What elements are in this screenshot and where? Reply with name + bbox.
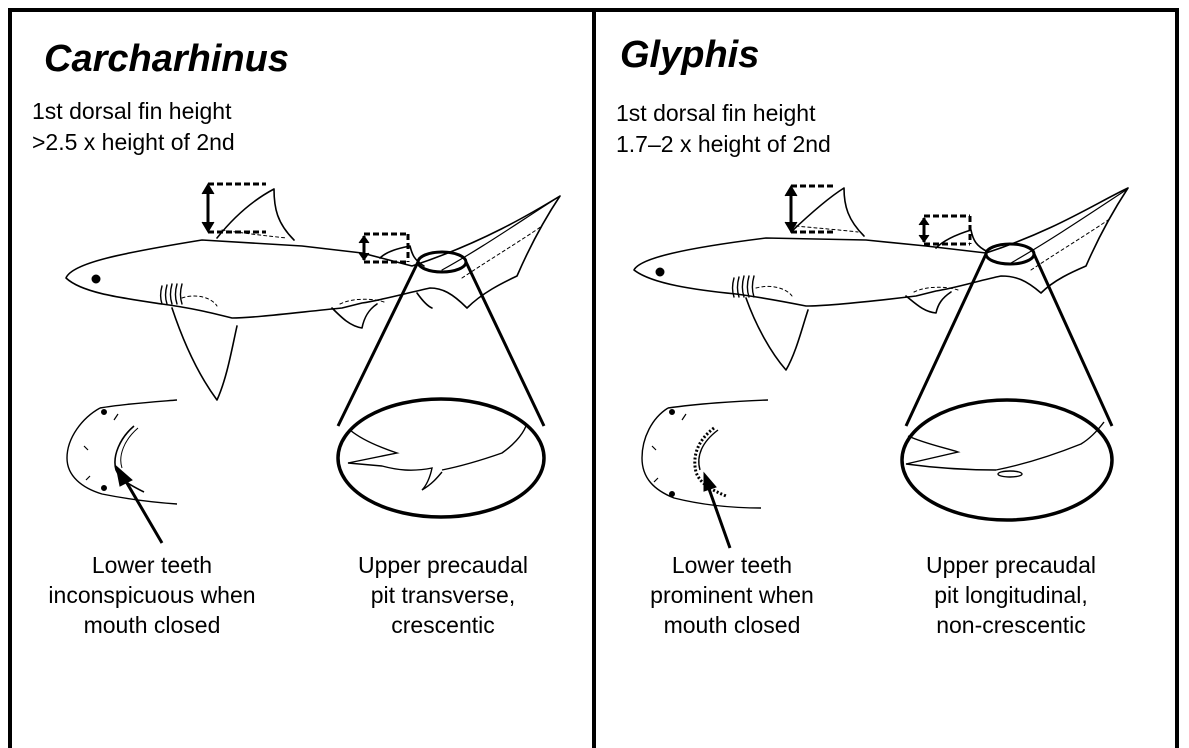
- teeth-caption-line-2: inconspicuous when: [32, 580, 272, 610]
- teeth-caption-line-1: Lower teeth: [612, 550, 852, 580]
- teeth-caption-line-3: mouth closed: [32, 610, 272, 640]
- pit-caption-line-1: Upper precaudal: [324, 550, 562, 580]
- teeth-caption-line-1: Lower teeth: [32, 550, 272, 580]
- pectoral-fin: [172, 308, 237, 400]
- glyphis-panel: Glyphis 1st dorsal fin height 1.7–2 x he…: [596, 8, 1175, 740]
- teeth-caption: Lower teeth inconspicuous when mouth clo…: [32, 550, 272, 640]
- longitudinal-pit: [998, 471, 1022, 477]
- shark-body: [66, 196, 560, 318]
- pit-caption: Upper precaudal pit transverse, crescent…: [324, 550, 562, 640]
- precaudal-pit-closeup: [902, 400, 1112, 520]
- pit-caption-line-2: pit transverse,: [324, 580, 562, 610]
- teeth-caption-line-3: mouth closed: [612, 610, 852, 640]
- pit-caption-line-3: crescentic: [324, 610, 562, 640]
- precaudal-pit-closeup: [338, 399, 544, 517]
- mouth-detail: [642, 400, 768, 508]
- teeth-caption-line-2: prominent when: [612, 580, 852, 610]
- pit-caption-line-1: Upper precaudal: [892, 550, 1130, 580]
- pit-caption-line-3: non-crescentic: [892, 610, 1130, 640]
- dorsal-height-markers: [202, 184, 408, 262]
- dorsal-height-markers: [785, 186, 970, 244]
- precaudal-zoom: [902, 244, 1112, 520]
- mouth-detail: [67, 400, 177, 504]
- carcharhinus-panel: Carcharhinus 1st dorsal fin height >2.5 …: [12, 8, 592, 740]
- pectoral-fin: [746, 298, 808, 370]
- precaudal-zoom: [338, 252, 544, 517]
- pit-caption-line-2: pit longitudinal,: [892, 580, 1130, 610]
- shark-body: [634, 188, 1128, 306]
- shark-eye: [656, 268, 664, 276]
- teeth-pointer-arrow: [116, 466, 162, 543]
- teeth-pointer-arrow: [704, 473, 730, 548]
- pit-caption: Upper precaudal pit longitudinal, non-cr…: [892, 550, 1130, 640]
- shark-eye: [92, 275, 100, 283]
- teeth-caption: Lower teeth prominent when mouth closed: [612, 550, 852, 640]
